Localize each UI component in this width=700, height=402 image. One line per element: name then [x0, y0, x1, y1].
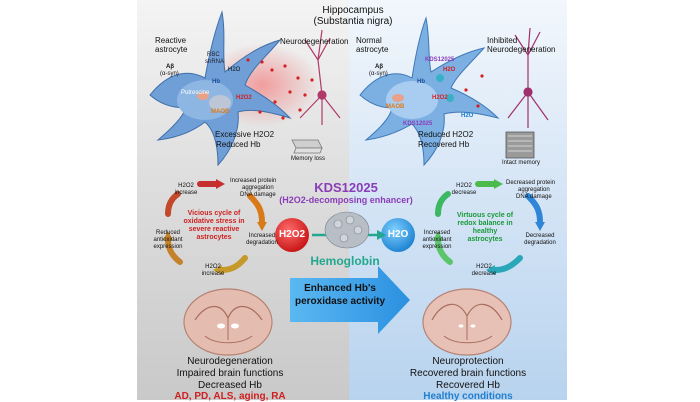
normal-astrocyte-title-2: astrocyte — [356, 45, 389, 54]
hemoglobin-structure — [324, 211, 370, 249]
header-line1: Hippocampus — [322, 5, 384, 16]
right-cycle-right-2: degradation — [524, 240, 556, 246]
left-bottom-2: Impaired brain functions — [176, 368, 284, 379]
normal-astrocyte — [359, 16, 500, 167]
right-bottom-3: Recovered Hb — [436, 380, 500, 391]
drug-subtitle: (H2O2-decomposing enhancer) — [279, 195, 413, 205]
left-bottom-3: Decreased Hb — [198, 380, 262, 391]
memory-loss-label: Memory loss — [291, 156, 326, 162]
intact-memory-icon — [505, 131, 535, 159]
left-cycle-right-2: degradation — [246, 240, 278, 246]
right-cycle-left-2: antioxidant — [422, 237, 452, 243]
reaction-center — [275, 211, 415, 252]
right-cycle-title-2: redox balance in — [457, 220, 513, 227]
activity-label-2: peroxidase activity — [294, 296, 386, 307]
right-cycle-topleft-2: decrease — [451, 190, 477, 196]
right-cycle-topright-1: Decreased protein — [506, 180, 556, 186]
right-brain — [422, 288, 512, 356]
left-cycle-topright-1: Increased protein — [230, 178, 277, 184]
activity-label-1: Enhanced Hb's — [304, 283, 376, 294]
right-h2o-label-bottom: H2O — [461, 113, 474, 119]
left-shrna-label: shRNA — [205, 59, 225, 65]
left-cycle-title-1: Vicious cycle of — [187, 210, 241, 217]
left-h2o2-label: H2O2 — [236, 95, 252, 101]
h2o2-bubble-label: H2O2 — [278, 229, 306, 240]
left-maob-label: MAOB — [211, 109, 230, 115]
healthy-neuron — [507, 27, 549, 128]
left-cycle-title-2: oxidative stress in — [183, 218, 245, 225]
right-asyn-label: (α-syn) — [369, 71, 388, 77]
right-bottom-2: Recovered brain functions — [409, 368, 527, 379]
left-rbc-label: RBC — [207, 52, 220, 58]
left-result-2: Reduced Hb — [216, 140, 261, 149]
left-cycle-left-3: expression — [153, 244, 183, 250]
right-maob-label: MAOB — [386, 104, 405, 110]
right-cycle-title-1: Virtuous cycle of — [456, 212, 514, 219]
right-h2o2-label: H2O2 — [432, 95, 448, 101]
right-cycle-bottom-2: decrease — [471, 271, 497, 277]
peroxidase-arrow — [290, 266, 410, 334]
reactive-astrocyte — [149, 10, 320, 167]
intact-memory-label: Intact memory — [502, 160, 541, 166]
right-cycle-title-4: astrocytes — [467, 236, 503, 243]
right-cycle-topright-3: DNA damage — [516, 194, 552, 200]
left-cycle-bottom-2: increase — [201, 271, 225, 277]
right-h2o-label-top: H2O — [443, 67, 456, 73]
inhibited-label-1: Inhibited — [487, 36, 518, 45]
right-cycle-left-1: Increased — [423, 230, 451, 236]
h2o-bubble — [381, 218, 415, 252]
right-kds-top-label: KDS12025 — [425, 57, 455, 63]
left-asyn-label: (α-syn) — [160, 71, 179, 77]
left-h2o2-dots — [246, 58, 314, 120]
left-cycle-title-4: astrocytes — [196, 234, 232, 241]
right-hb-label: Hb — [417, 79, 425, 85]
right-ab-label: Aβ — [375, 64, 383, 70]
right-water-dots — [436, 74, 484, 108]
left-cycle-title-3: severe reactive — [188, 226, 240, 233]
right-cycle-right-1: Decreased — [525, 233, 555, 239]
left-cycle-left-2: antioxidant — [153, 237, 183, 243]
degenerating-neuron — [299, 29, 341, 125]
drug-name: KDS12025 — [314, 180, 378, 195]
left-result-1: Excessive H2O2 — [215, 130, 275, 139]
disease-list: AD, PD, ALS, aging, RA — [174, 391, 286, 402]
neurodegeneration-label: Neurodegeneration — [280, 37, 349, 46]
left-cycle-topleft-2: increase — [174, 190, 198, 196]
virtuous-cycle-arrows — [433, 179, 545, 275]
left-cycle-topright-3: DNA damage — [240, 192, 276, 198]
healthy-conditions: Healthy conditions — [423, 391, 513, 402]
left-cycle-right-1: Increased — [248, 233, 276, 239]
memory-loss-icon — [291, 139, 323, 154]
right-kds-bottom-label: KDS12025 — [403, 121, 433, 127]
header-line2: (Substantia nigra) — [313, 16, 393, 27]
right-cycle-left-3: expression — [422, 244, 452, 250]
normal-astrocyte-title-1: Normal — [356, 36, 382, 45]
left-hb-label: Hb — [212, 79, 220, 85]
left-putrescine-label: Putrescine — [181, 90, 210, 96]
left-cycle-topleft-1: H2O2 — [178, 183, 194, 189]
reactive-astrocyte-title-1: Reactive — [155, 36, 187, 45]
reactive-astrocyte-title-2: astrocyte — [155, 45, 188, 54]
left-brain — [183, 288, 273, 356]
right-cycle-topright-2: aggregation — [518, 187, 550, 193]
left-cycle-topright-2: aggregation — [242, 185, 274, 191]
right-result-2: Recovered Hb — [418, 140, 470, 149]
right-result-1: Reduced H2O2 — [418, 130, 474, 139]
left-cycle-left-1: Reduced — [155, 230, 181, 236]
right-cycle-title-3: healthy — [472, 228, 498, 235]
right-cycle-bottom-1: H2O2 — [476, 264, 492, 270]
left-h2o-label: H2O — [228, 67, 241, 73]
left-ab-label: Aβ — [166, 64, 174, 70]
h2o-bubble-label: H2O — [387, 229, 409, 240]
left-cycle-bottom-1: H2O2 — [205, 264, 221, 270]
hemoglobin-label: Hemoglobin — [310, 254, 380, 268]
left-bottom-1: Neurodegeneration — [187, 356, 273, 367]
vicious-cycle-arrows — [163, 179, 267, 275]
right-cycle-topleft-1: H2O2 — [456, 183, 472, 189]
right-bottom-1: Neuroprotection — [432, 356, 504, 367]
inhibited-label-2: Neurodegeneration — [487, 45, 556, 54]
h2o2-bubble — [275, 218, 309, 252]
